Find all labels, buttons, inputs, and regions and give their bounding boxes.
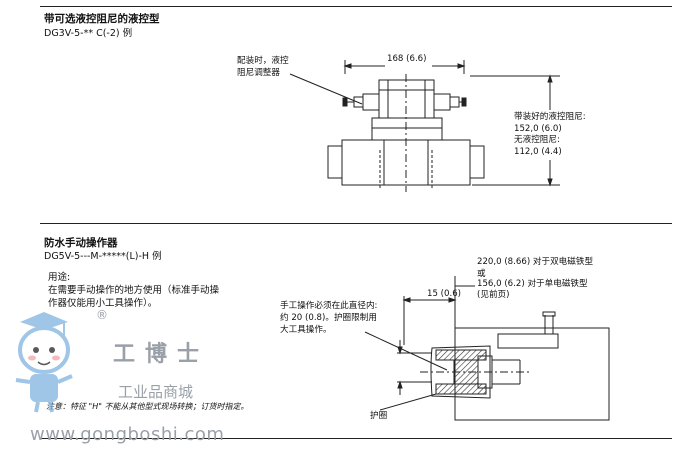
section1-model: DG3V-5-** C(-2) 例 <box>44 28 133 39</box>
height-value-2: 112,0 (4.4) <box>514 147 562 157</box>
note-line-1: 手工操作必须在此直径内: <box>280 301 378 311</box>
adjuster-callout-line2: 阻尼调整器 <box>237 68 280 78</box>
registered-mark: ® <box>96 308 108 322</box>
usage-line-2: 作器仅能用小工具操作）。 <box>48 298 158 309</box>
adjuster-callout-line1: 配装时，液控 <box>237 56 289 66</box>
watermark-url: www.gongboshi.com <box>30 424 225 445</box>
height-note-title: 带装好的液控阻尼: <box>514 112 586 122</box>
dim-double-solenoid: 220,0 (8.66) 对于双电磁铁型 <box>477 257 594 267</box>
watermark-mall: 工业品商城 <box>118 383 194 401</box>
usage-label: 用途: <box>48 272 71 283</box>
section2-title: 防水手动操作器 <box>44 237 118 249</box>
height-value-1: 152,0 (6.0) <box>514 124 562 134</box>
or-text: 或 <box>477 269 486 279</box>
dim-single-solenoid: 156,0 (6.2) 对于单电磁铁型 <box>477 279 588 289</box>
footnote: 注意：特征 "H" 不能从其他型式现场转换；订货时指定。 <box>46 402 249 411</box>
see-front-page: (见前页) <box>477 290 510 300</box>
top-rule <box>40 6 672 7</box>
dim-offset: 15 (0.6) <box>427 289 462 299</box>
note-line-3: 大工具操作。 <box>280 325 332 335</box>
guard-label: 护圈 <box>370 411 388 421</box>
bottom-rule <box>40 438 672 439</box>
height-note-without: 无液控阻尼: <box>514 135 560 145</box>
section-divider <box>40 223 672 224</box>
watermark-brand: 工博士 <box>113 342 210 367</box>
section1-title: 带可选液控阻尼的液控型 <box>44 13 160 25</box>
usage-line-1: 在需要手动操作的地方使用（标准手动操 <box>48 285 220 296</box>
note-line-2: 约 20 (0.8)。护圈限制用 <box>280 313 377 323</box>
section2-model: DG5V-5---M-*****(L)-H 例 <box>44 251 162 262</box>
width-dimension: 168 (6.6) <box>387 54 427 64</box>
